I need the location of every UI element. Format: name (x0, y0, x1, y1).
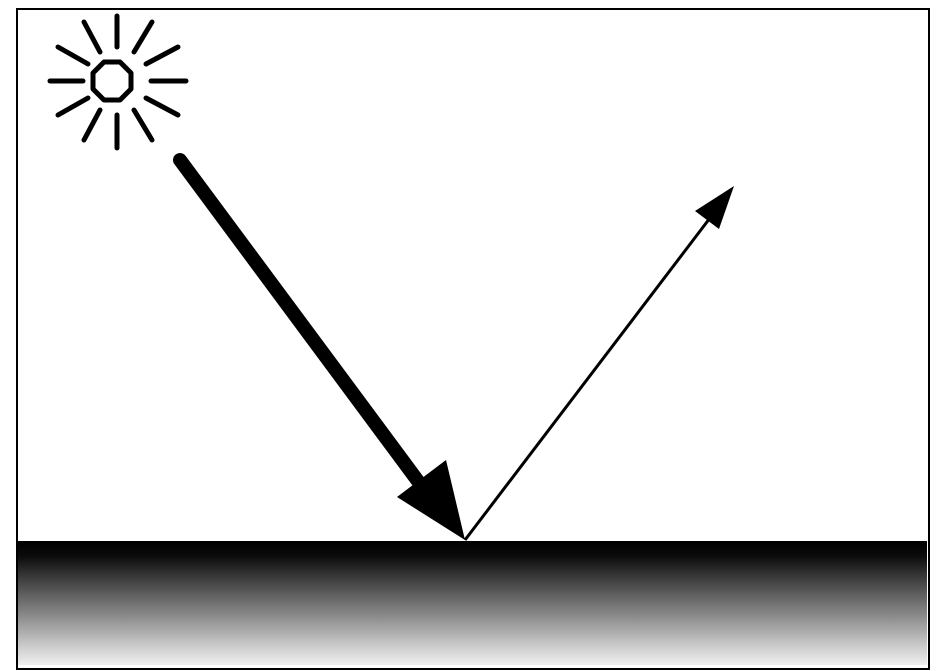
reflecting-surface (18, 541, 927, 665)
